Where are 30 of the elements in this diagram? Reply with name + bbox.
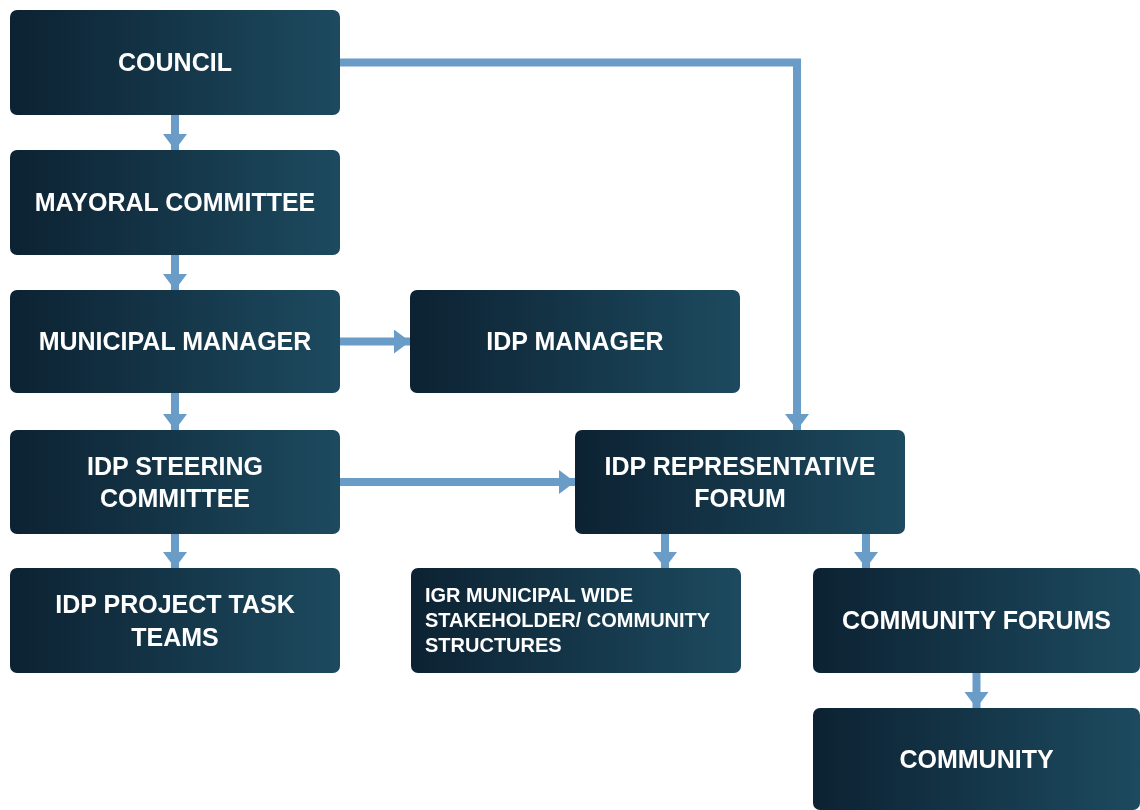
arrow (163, 393, 187, 430)
box-label: COMMUNITY (899, 743, 1054, 775)
process-box (10, 150, 340, 255)
arrow (163, 115, 187, 150)
process-box (10, 290, 340, 393)
process-box (411, 568, 741, 673)
arrow (340, 470, 575, 494)
process-box (10, 10, 340, 115)
box-label: MAYORAL COMMITTEE (34, 187, 316, 219)
box-label: COUNCIL (118, 47, 232, 79)
box-label: IGR MUNICIPAL WIDE STAKEHOLDER/ COMMUNITY STRUCTURES (425, 583, 711, 658)
process-box (575, 430, 905, 534)
arrow (653, 534, 677, 568)
arrow (854, 534, 878, 568)
box-label: IDP REPRESENTATIVE FORUM (603, 450, 877, 514)
box-label: IDP STEERING COMMITTEE (86, 450, 264, 514)
arrow (340, 329, 410, 354)
box-label: IDP PROJECT TASK TEAMS (54, 589, 296, 653)
box-label: MUNICIPAL MANAGER (38, 326, 312, 358)
arrow (340, 58, 809, 430)
arrow (163, 534, 187, 568)
process-box (813, 568, 1140, 673)
arrow (163, 255, 187, 290)
box-label: COMMUNITY FORUMS (842, 605, 1111, 637)
process-box (410, 290, 740, 393)
process-box (813, 708, 1140, 810)
arrow (964, 673, 989, 708)
process-box (10, 430, 340, 534)
box-label: IDP MANAGER (486, 326, 664, 358)
process-box (10, 568, 340, 673)
